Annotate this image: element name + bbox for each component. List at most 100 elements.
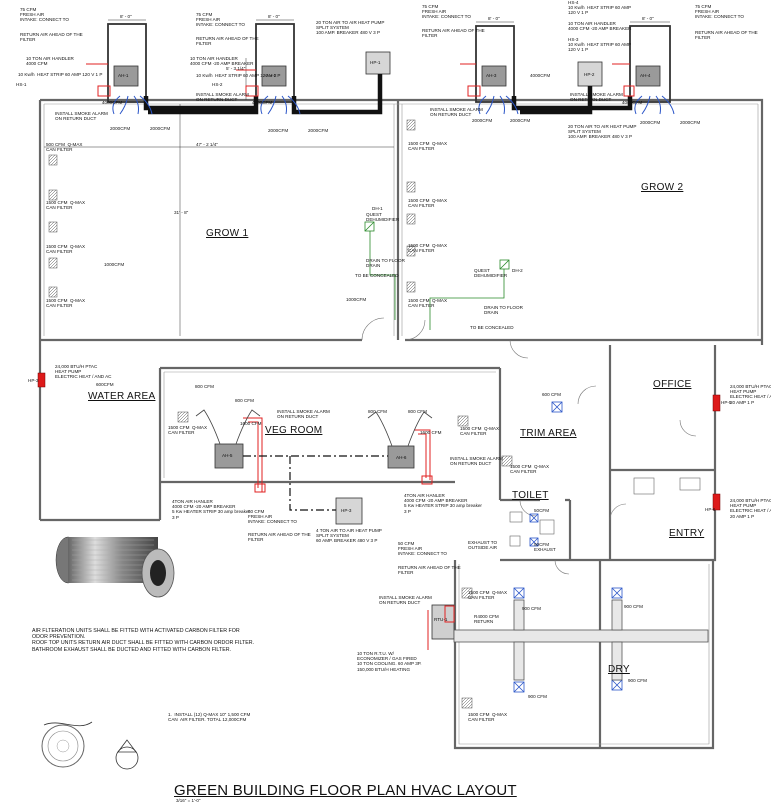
- drawing-title: GREEN BUILDING FLOOR PLAN HVAC LAYOUT: [174, 782, 517, 799]
- room-toilet: TOILET: [512, 490, 549, 501]
- label-ah2-spec: 10 TON AIR HANDLER 4000 CFM -20 AMP BREA…: [190, 56, 254, 67]
- label-ah1-spec: 10 TON AIR HANDLER 4000 CFM: [26, 56, 74, 67]
- hp3-ptac-label: 24,000 BTU/H PTAC HEAT PUMP ELECTRIC HEA…: [55, 364, 112, 380]
- tag-ah1: AH-1: [118, 73, 129, 78]
- label-hp1-spec: 20 TON AIR TO AIR HEAT PUMP SPLIT SYSTEM…: [316, 20, 385, 36]
- label-hp2-spec: 20 TON AIR TO AIR HEAT PUMP SPLIT SYSTEM…: [568, 124, 637, 140]
- can-filters: [48, 119, 513, 709]
- drawing-scale: 3/16" = 1'-0": [176, 798, 201, 803]
- room-water: WATER AREA: [88, 391, 156, 402]
- veg-1600: 1600 CFM: [240, 421, 262, 426]
- north-arrow: [115, 739, 139, 770]
- tag-hp3-split: HP-3: [341, 508, 352, 513]
- g1-filter-4: 1500 CFM Q-MAX CAN FILTER: [46, 298, 86, 309]
- tag-dh2: DH-2: [512, 268, 523, 273]
- hp6-ptac: 24,000 BTU/H PTAC HEAT PUMP ELECTRIC HEA…: [730, 498, 771, 519]
- dh2-label: QUEST DEHUMIDIFIER: [474, 268, 508, 279]
- g2-filter-1: 1500 CFM Q-MAX CAN FILTER: [408, 141, 448, 152]
- tag-ah3: AH-3: [486, 73, 497, 78]
- supply-ducts: [143, 74, 633, 115]
- ah6-spec: 4TON AIR HANLER 4000 CFM -20 AMP BREAKER…: [404, 493, 482, 514]
- label-fa-ah4: 75 CFM FRESH AIR INTAKE: CONNECT TO: [695, 4, 744, 20]
- tag-ah4: AH-4: [640, 73, 651, 78]
- office-cfm: 600 CFM: [542, 392, 561, 397]
- ah6-800-a: 800 CFM: [368, 409, 387, 414]
- cfm-2000-b: 2000CFM: [150, 126, 171, 131]
- dim-ah2-height: 5' - 3 1/4": [226, 66, 246, 71]
- ptac-units: [37, 372, 721, 511]
- inner-wall-lines: [43, 103, 759, 745]
- toilet-cfm-1: 50CFM: [534, 508, 550, 513]
- smoke-ah5: INSTALL SMOKE ALARM ON RETURN DUCT: [277, 409, 330, 420]
- label-ra-ah2: RETURN AIR AHEAD OF THE FILTER: [196, 36, 259, 47]
- dim-ah4: 8' - 0": [642, 16, 654, 21]
- ah-units: [113, 65, 661, 469]
- dry-return: R4000 CFM RETURN: [474, 614, 499, 625]
- label-ah3-spec: 10 TON AIR HANDLER 4000 CFM -20 AMP BREA…: [568, 21, 632, 32]
- rtu-duct: [453, 599, 709, 681]
- fa-ah5: 50 CFM FRESH AIR INTAKE: CONNECT TO: [248, 509, 297, 525]
- dry-900-c: 900 CFM: [528, 694, 547, 699]
- cfm-4000-d: 4000CFM: [622, 100, 643, 105]
- label-fa-ah1: 75 CFM FRESH AIR INTAKE: CONNECT TO: [20, 7, 69, 23]
- label-hs2: HS-2: [212, 82, 223, 87]
- dim-grow1-width: 47' - 2 1/4": [196, 142, 218, 147]
- tag-ah2: AH-2: [266, 73, 277, 78]
- veg-800-a: 800 CFM: [195, 384, 214, 389]
- tag-ah5: AH-5: [222, 453, 233, 458]
- label-smoke-g1: INSTALL SMOKE ALARM ON RETURN DUCT: [55, 111, 108, 122]
- room-entry: ENTRY: [669, 528, 705, 539]
- dim-ah1: 8' - 0": [120, 14, 132, 19]
- tag-ah6: AH-6: [396, 455, 407, 460]
- engineer-seal: [41, 721, 93, 768]
- tag-hp5: HP-5: [721, 400, 732, 405]
- label-ra-ah4: RETURN AIR AHEAD OF THE FILTER: [695, 30, 758, 41]
- label-hs3-spec: HS-3 10 Kw/h HEAT STRIP 60 AMP 120 V 1 P: [568, 37, 632, 53]
- hp5-ptac: 24,000 BTU/H PTAC HEAT PUMP ELECTRIC HEA…: [730, 384, 771, 405]
- dimension-lines: [44, 19, 670, 336]
- drain-1-label: DRAIN TO FLOOR DRAIN: [366, 258, 405, 269]
- label-hs1: HS-1: [16, 82, 27, 87]
- g1-filter-3: 1500 CFM Q-MAX CAN FILTER: [46, 244, 86, 255]
- cfm-2000-a: 2000CFM: [110, 126, 131, 131]
- fa-ah6: 50 CFM FRESH AIR INTAKE: CONNECT TO: [398, 541, 447, 557]
- g2-filter-4: 1500 CFM Q-MAX CAN FILTER: [408, 298, 448, 309]
- room-grow1: GROW 1: [206, 228, 249, 239]
- install-note: 1. INSTALL (12) Q-MAX 10" 1,500 CFM CAN …: [168, 712, 251, 723]
- g2-filter-2: 1500 CFM Q-MAX CAN FILTER: [408, 198, 448, 209]
- veg-diffusers: [195, 409, 433, 447]
- hp-units: [335, 51, 603, 525]
- cfm-2000-d: 2000CFM: [308, 128, 329, 133]
- g2-filter-3: 1500 CFM Q-MAX CAN FILTER: [408, 243, 448, 254]
- cfm-2000-g: 2000CFM: [640, 120, 661, 125]
- cfm-2000-f: 2000CFM: [510, 118, 531, 123]
- ceiling-diffusers: [513, 401, 623, 693]
- carbon-filter-image: [55, 536, 175, 598]
- trim2-filter: 1500 CFM Q-MAX CAN FILTER: [510, 464, 550, 475]
- g1-1000cfm-a: 1000CFM: [104, 262, 125, 267]
- tag-hp2: HP-2: [584, 72, 595, 77]
- water-cfm-label: 600CFM: [96, 382, 114, 387]
- cfm-2000-e: 2000CFM: [472, 118, 493, 123]
- room-office: OFFICE: [653, 379, 692, 390]
- label-smoke-g2: INSTALL SMOKE ALARM ON RETURN DUCT: [430, 107, 483, 118]
- supply-diffusers: [112, 95, 675, 115]
- dry-900-a: 900 CFM: [522, 606, 541, 611]
- veg-800-b: 800 CFM: [235, 398, 254, 403]
- tag-rtu1: RTU-1: [434, 617, 448, 622]
- room-trim: TRIM AREA: [520, 428, 577, 439]
- dh1-label: QUEST DEHUMIDIFIER: [366, 212, 400, 223]
- dry-filter-1: 1500 CFM Q-MAX CAN FILTER: [468, 590, 508, 601]
- label-hs2-spec: 10 Kw/h HEAT STRIP 60 AMP 120 V 1 P: [196, 73, 281, 78]
- g1-filter-2: 1500 CFM Q-MAX CAN FILTER: [46, 200, 86, 211]
- ah5-spec: 4TON AIR HANLER 4000 CFM -20 AMP BREAKER…: [172, 499, 250, 520]
- label-hs4-spec: HS-4 10 Kw/h HEAT STRIP 60 AMP 120 V 1 P: [568, 0, 632, 16]
- ra-ah6: RETURN AIR AHEAD OF THE FILTER: [398, 565, 461, 576]
- cfm-2000-c: 2000CFM: [268, 128, 289, 133]
- veg-filter: 1500 CFM Q-MAX CAN FILTER: [168, 425, 208, 436]
- hp3-spec: 4 TON AIR TO AIR HEAT PUMP SPLIT SYSTEM …: [316, 528, 382, 544]
- conceal-2-label: TO BE CONCEALED: [470, 325, 514, 330]
- toilet-cfm-2: 50CFM EXHAUST: [534, 542, 556, 553]
- general-notes: AIR FLTERATION UNITS SHALL BE FITTED WIT…: [32, 628, 255, 653]
